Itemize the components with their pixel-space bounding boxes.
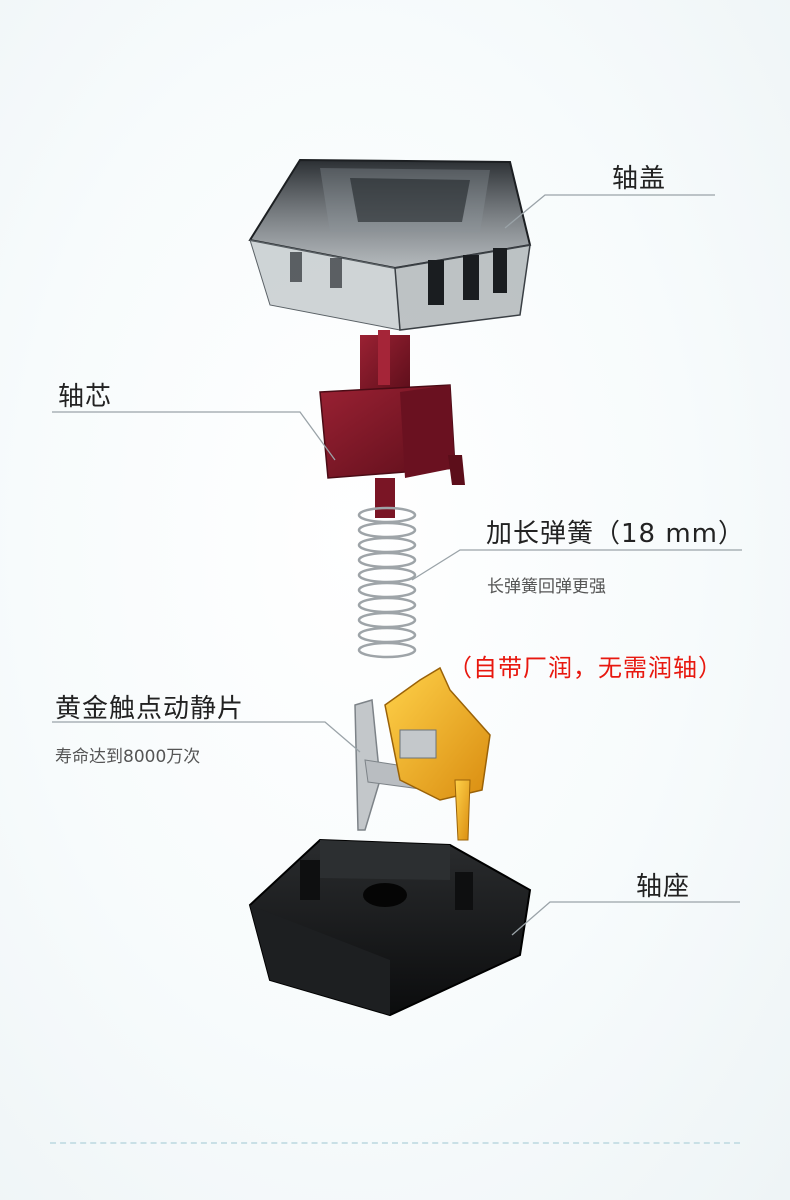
leader-line-housing-top (505, 195, 715, 228)
label-stem: 轴芯 (58, 376, 112, 413)
label-housing-top: 轴盖 (612, 158, 666, 195)
spring-illustration (359, 508, 415, 657)
housing-bottom-illustration (250, 840, 530, 1015)
housing-top-illustration (250, 160, 530, 330)
label-contacts: 黄金触点动静片 (55, 688, 244, 725)
contacts-illustration (355, 668, 490, 840)
stem-illustration (320, 330, 465, 518)
leader-line-housing-bottom (512, 902, 740, 935)
leader-line-stem (52, 412, 335, 460)
label-spring-desc: 长弹簧回弹更强 (487, 572, 606, 597)
label-spring: 加长弹簧（18 mm） (486, 513, 745, 550)
label-housing-bottom: 轴座 (636, 866, 690, 903)
label-contacts-desc: 寿命达到8000万次 (55, 742, 200, 767)
callout-prelubed: （自带厂润，无需润轴） (448, 648, 723, 683)
section-divider (50, 1142, 740, 1144)
